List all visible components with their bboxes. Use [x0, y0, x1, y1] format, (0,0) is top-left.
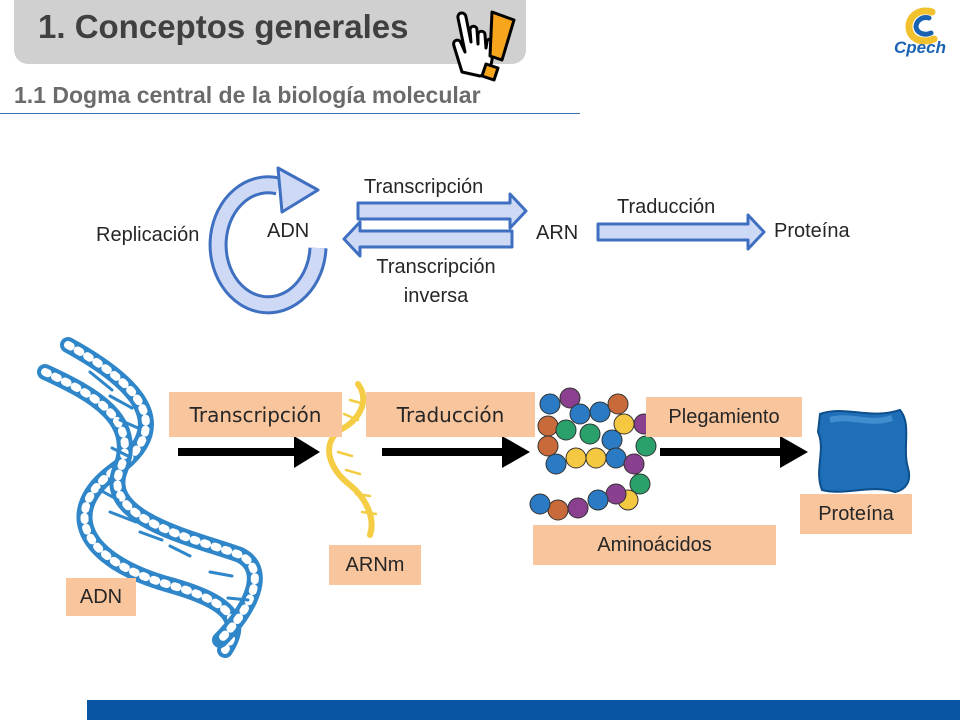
translation-arrow: [596, 213, 766, 251]
process-arrows: [178, 436, 808, 468]
rna-label: ARN: [536, 222, 579, 244]
page-subtitle: 1.1 Dogma central de la biología molecul…: [14, 82, 481, 108]
protein-synthesis-illustration: [37, 337, 911, 658]
reverse-transcription-line2: inversa: [403, 285, 469, 307]
amino-acid-chain-icon: [529, 387, 657, 521]
page-title: 1. Conceptos generales: [38, 8, 409, 45]
replication-label: Replicación: [96, 224, 200, 246]
footer-bar: [87, 700, 960, 720]
dna-helix-icon: [37, 337, 263, 658]
mrna-strand-icon: [326, 381, 378, 538]
reverse-transcription-label: Transcripción inversa: [364, 256, 508, 308]
reverse-transcription-line1: Transcripción: [376, 256, 496, 278]
logo-text: Cpech: [894, 38, 946, 57]
hand-pointer-icon: [452, 10, 516, 82]
title-banner: [14, 0, 526, 64]
amino-acids-caption: Aminoácidos: [533, 525, 776, 565]
protein-blob-icon: [816, 408, 911, 494]
cpech-logo-icon: [905, 7, 938, 45]
transcription-label: Transcripción: [364, 176, 484, 198]
protein-label: Proteína: [774, 220, 850, 242]
replication-cycle-arrow: [208, 166, 328, 315]
step-transcription-label: Transcripción: [169, 392, 342, 437]
reverse-transcription-arrow: [342, 220, 514, 258]
step-translation-label: Traducción: [366, 392, 535, 437]
dna-caption: ADN: [66, 578, 136, 616]
dna-label: ADN: [267, 220, 310, 242]
subtitle-underline: [0, 113, 580, 114]
step-folding-label: Plegamiento: [646, 397, 802, 437]
mrna-caption: ARNm: [329, 545, 421, 585]
protein-caption: Proteína: [800, 494, 912, 534]
central-dogma-scheme: [208, 166, 766, 315]
transcription-arrow: [356, 192, 528, 230]
translation-label: Traducción: [617, 196, 716, 218]
